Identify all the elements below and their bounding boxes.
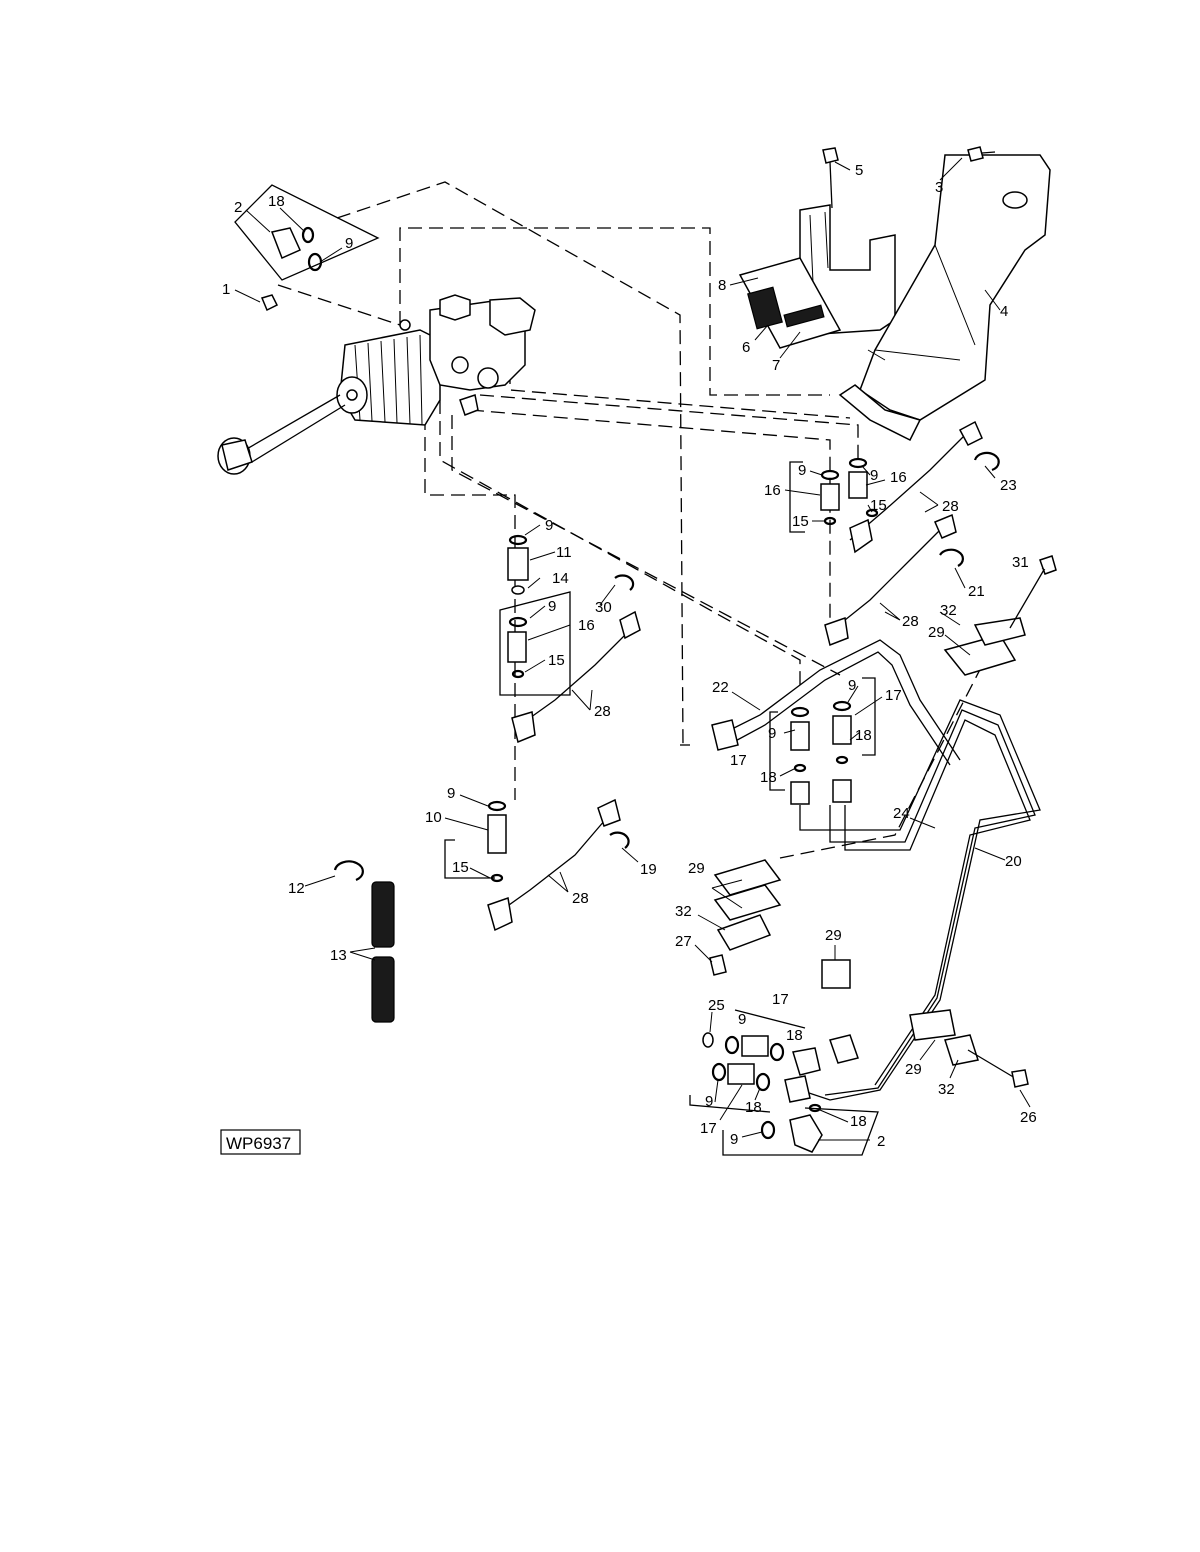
callout-17: 17 xyxy=(885,687,902,704)
callout-16: 16 xyxy=(578,617,595,634)
callout-9: 9 xyxy=(545,517,553,534)
callout-29: 29 xyxy=(928,624,945,641)
callout-4: 4 xyxy=(1000,303,1008,320)
callout-32: 32 xyxy=(938,1081,955,1098)
callout-1: 1 xyxy=(222,281,230,298)
callout-2: 2 xyxy=(877,1133,885,1150)
callout-18: 18 xyxy=(760,769,777,786)
callout-9: 9 xyxy=(798,462,806,479)
callout-30: 30 xyxy=(595,599,612,616)
callout-25: 25 xyxy=(708,997,725,1014)
callout-17: 17 xyxy=(772,991,789,1008)
callout-32: 32 xyxy=(675,903,692,920)
callout-20: 20 xyxy=(1005,853,1022,870)
callout-labels: 1 2 18 9 3 4 5 8 6 7 9 11 14 30 9 16 15 … xyxy=(222,162,1037,1150)
bolt-3 xyxy=(967,146,996,162)
callout-7: 7 xyxy=(772,357,780,374)
callout-9: 9 xyxy=(548,598,556,615)
reference-code-box: WP6937 xyxy=(220,1129,301,1155)
callout-13: 13 xyxy=(330,947,347,964)
callout-17: 17 xyxy=(730,752,747,769)
hose-sleeves xyxy=(371,881,395,1023)
callout-26: 26 xyxy=(1020,1109,1037,1126)
support-arm xyxy=(838,154,1051,442)
callout-29: 29 xyxy=(825,927,842,944)
callout-9: 9 xyxy=(848,677,856,694)
callout-10: 10 xyxy=(425,809,442,826)
callout-9: 9 xyxy=(730,1131,738,1148)
callout-29: 29 xyxy=(905,1061,922,1078)
callout-9: 9 xyxy=(738,1011,746,1028)
callout-18: 18 xyxy=(268,193,285,210)
callout-15: 15 xyxy=(870,497,887,514)
callout-27: 27 xyxy=(675,933,692,950)
callout-8: 8 xyxy=(718,277,726,294)
callout-16: 16 xyxy=(890,469,907,486)
callout-6: 6 xyxy=(742,339,750,356)
callout-29: 29 xyxy=(688,860,705,877)
clamps-and-hardware xyxy=(709,555,1057,1088)
callout-28: 28 xyxy=(902,613,919,630)
decal-plate xyxy=(738,257,842,349)
leader-lines xyxy=(234,157,1046,1141)
callout-12: 12 xyxy=(288,880,305,897)
callout-11: 11 xyxy=(556,544,572,561)
callout-9: 9 xyxy=(345,235,353,252)
callout-28: 28 xyxy=(572,890,589,907)
callout-3: 3 xyxy=(935,179,943,196)
reference-code: WP6937 xyxy=(226,1134,291,1153)
callout-22: 22 xyxy=(712,679,729,696)
fittings-and-orings xyxy=(260,226,1000,1153)
callout-18: 18 xyxy=(850,1113,867,1130)
callout-9: 9 xyxy=(447,785,455,802)
bolt-5 xyxy=(822,147,839,209)
callout-2: 2 xyxy=(234,199,242,216)
callout-28: 28 xyxy=(594,703,611,720)
callout-19: 19 xyxy=(640,861,657,878)
callout-18: 18 xyxy=(855,727,872,744)
callout-18: 18 xyxy=(786,1027,803,1044)
callout-9: 9 xyxy=(705,1093,713,1110)
callout-31: 31 xyxy=(1012,554,1029,571)
steel-tubes xyxy=(711,639,1041,1103)
callout-28: 28 xyxy=(942,498,959,515)
callout-17: 17 xyxy=(700,1120,717,1137)
callout-21: 21 xyxy=(968,583,985,600)
control-valve-assembly xyxy=(217,294,536,475)
callout-24: 24 xyxy=(893,805,910,822)
callout-5: 5 xyxy=(855,162,863,179)
callout-15: 15 xyxy=(452,859,469,876)
callout-9: 9 xyxy=(768,725,776,742)
detail-group-boxes xyxy=(234,184,879,1156)
callout-32: 32 xyxy=(940,602,957,619)
callout-18: 18 xyxy=(745,1099,762,1116)
callout-15: 15 xyxy=(548,652,565,669)
callout-16: 16 xyxy=(764,482,781,499)
callout-9: 9 xyxy=(870,467,878,484)
callout-15: 15 xyxy=(792,513,809,530)
hydraulic-hoses xyxy=(487,420,983,932)
callout-14: 14 xyxy=(552,570,569,587)
callout-23: 23 xyxy=(1000,477,1017,494)
